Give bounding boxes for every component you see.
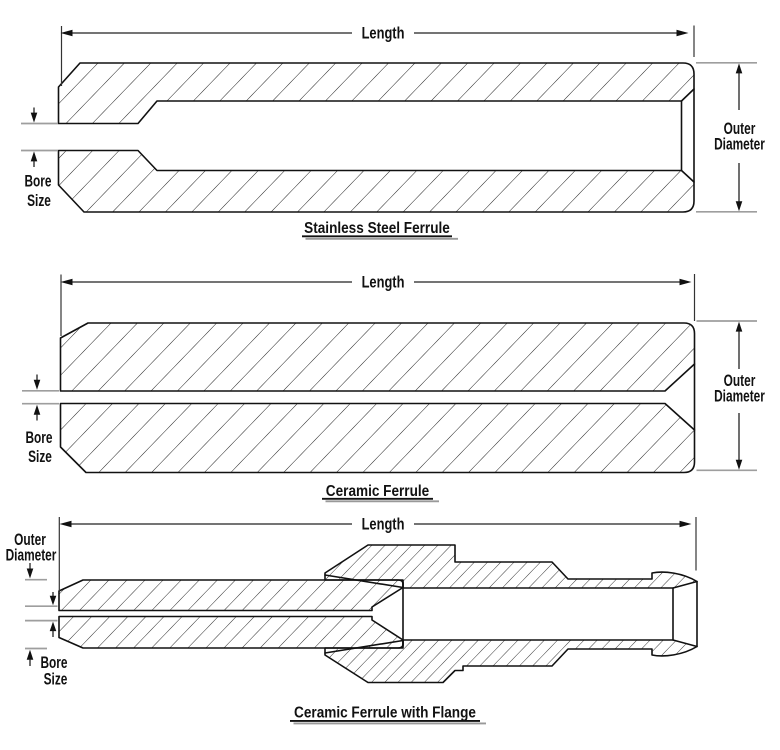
arrow-right <box>679 278 692 286</box>
flange-cone-upper-edge <box>324 574 404 589</box>
arrow-up <box>49 621 57 632</box>
outer-diameter-label-line1: Outer <box>724 372 756 390</box>
arrow-down <box>33 379 41 390</box>
tube-lower-wall-section <box>58 615 404 649</box>
ceramic-ferrule-diagram: Length Outer Diameter Bore Size Ceramic … <box>22 274 765 503</box>
arrow-down <box>30 112 38 123</box>
bore-size-dimension: Bore Size <box>25 592 68 689</box>
bore-size-dimension: Bore Size <box>21 107 58 211</box>
bore-size-label-line2: Size <box>28 448 52 466</box>
arrow-up <box>30 151 38 162</box>
bore-size-label-line1: Bore <box>25 429 52 447</box>
arrow-down <box>26 568 34 579</box>
lower-wall-section <box>59 402 696 474</box>
bore-size-label-line1: Bore <box>40 654 67 672</box>
arrow-right <box>676 29 689 37</box>
length-dimension: Length <box>58 516 697 591</box>
outer-diameter-dimension: Outer Diameter <box>6 531 57 666</box>
bore-size-label-line2: Size <box>44 671 68 689</box>
outer-diameter-dimension: Outer Diameter <box>696 61 765 213</box>
diagram-title: Ceramic Ferrule <box>326 483 429 500</box>
arrow-down <box>49 595 57 606</box>
outer-diameter-label-line1: Outer <box>724 120 756 138</box>
outer-diameter-label-line2: Diameter <box>714 136 765 154</box>
length-dimension: Length <box>60 25 695 86</box>
arrow-up <box>33 404 41 415</box>
ferrule-cross-section <box>57 62 695 213</box>
diagram-title: Ceramic Ferrule with Flange <box>294 705 476 722</box>
length-label: Length <box>362 274 405 292</box>
arrow-up <box>735 321 743 332</box>
tube-upper-wall-section <box>58 579 404 612</box>
arrow-right <box>679 520 692 528</box>
bore-size-label-line2: Size <box>27 192 51 210</box>
length-dimension: Length <box>60 274 696 336</box>
outer-diameter-dimension: Outer Diameter <box>696 320 765 472</box>
ceramic-ferrule-with-flange-diagram: Length Outer Diameter Bore Size Ceramic … <box>6 516 698 725</box>
arrow-down <box>735 201 743 212</box>
length-label: Length <box>362 25 405 43</box>
arrow-left <box>60 29 73 37</box>
outer-diameter-label-line2: Diameter <box>6 547 57 565</box>
outer-diameter-label-line1: Outer <box>14 531 46 549</box>
arrow-left <box>59 520 72 528</box>
bore-size-dimension: Bore Size <box>22 374 59 467</box>
outer-diameter-label-line2: Diameter <box>714 388 765 406</box>
length-label: Length <box>362 516 405 534</box>
flange-cone-lower-edge <box>324 639 404 654</box>
arrow-down <box>735 459 743 470</box>
bore-size-label-line1: Bore <box>24 173 51 191</box>
upper-wall-section <box>59 322 696 392</box>
arrow-up <box>26 649 34 660</box>
arrow-up <box>735 63 743 74</box>
flange-upper-section <box>324 544 698 589</box>
ferrule-cross-section <box>59 322 696 474</box>
diagram-title: Stainless Steel Ferrule <box>304 220 450 237</box>
ferrule-cross-section <box>58 544 698 684</box>
arrow-left <box>60 278 73 286</box>
stainless-steel-ferrule-diagram: Length Outer Diameter Bore Size Stainles… <box>21 25 765 240</box>
